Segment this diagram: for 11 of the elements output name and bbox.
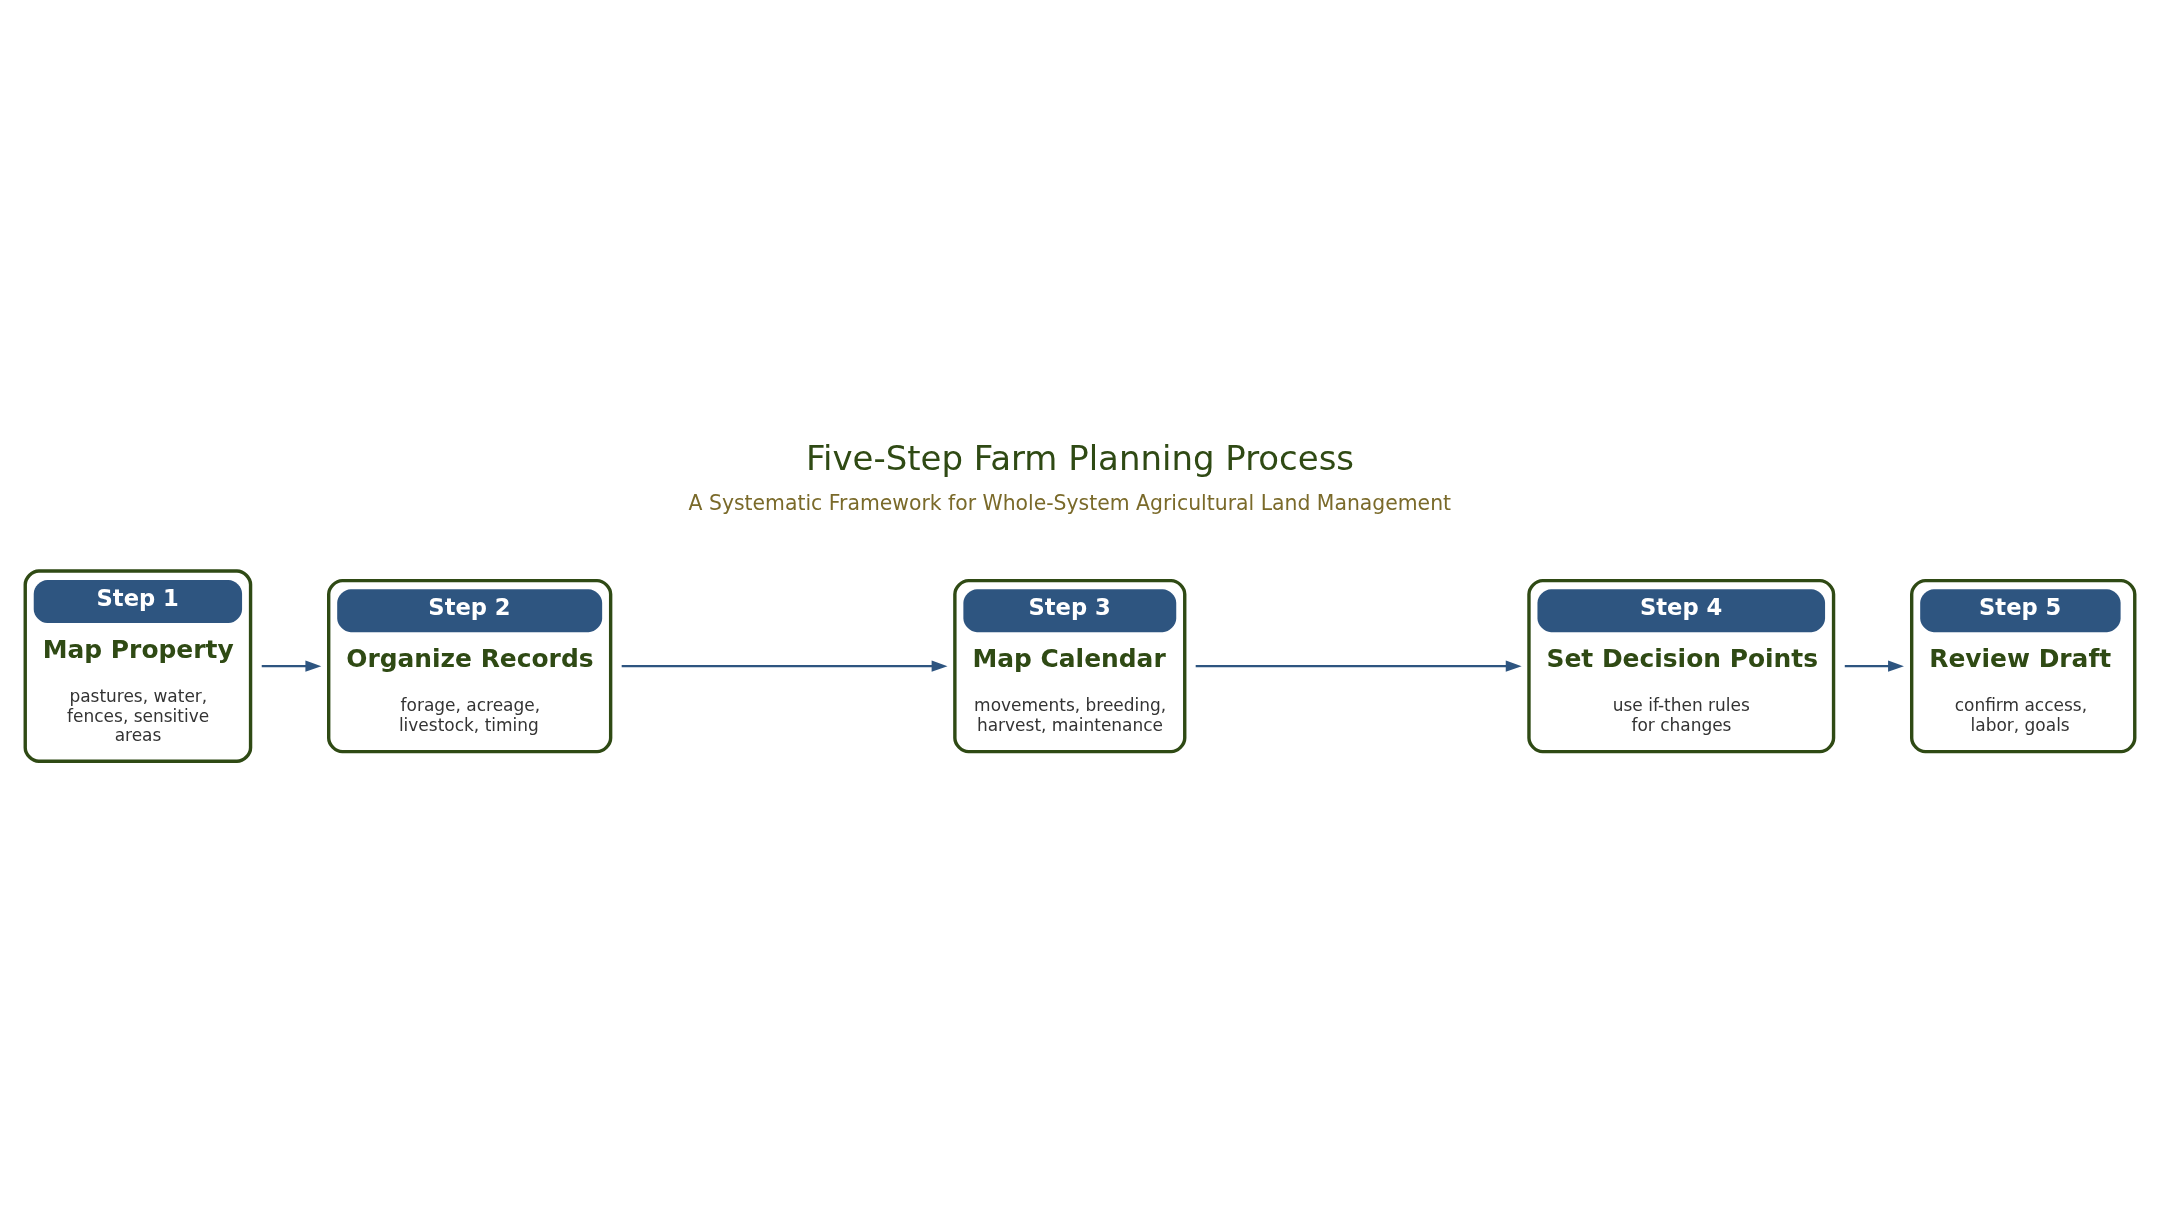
arrow bbox=[261, 660, 322, 672]
node-box: Step 1 Map Property pastures, water, fences, sensitive areas bbox=[23, 569, 253, 763]
diagram-title: Five-Step Farm Planning Process bbox=[805, 438, 1355, 479]
label: A Systematic Framework for Whole-System Agricultural Land Management bbox=[688, 491, 1452, 516]
arrow bbox=[1844, 660, 1904, 672]
arrow bbox=[1195, 660, 1522, 672]
node-box: Step 2 Organize Records forage, acreage, livestock, timing bbox=[327, 578, 613, 754]
node-box: Step 3 Map Calendar movements, breeding, harvest, maintenance bbox=[953, 578, 1187, 754]
arrow bbox=[621, 660, 948, 672]
node-box: Step 4 Set Decision Points use if-then rules for changes bbox=[1527, 578, 1836, 754]
node-box: Step 5 Review Draft confirm access, labor, goals bbox=[1910, 578, 2137, 754]
